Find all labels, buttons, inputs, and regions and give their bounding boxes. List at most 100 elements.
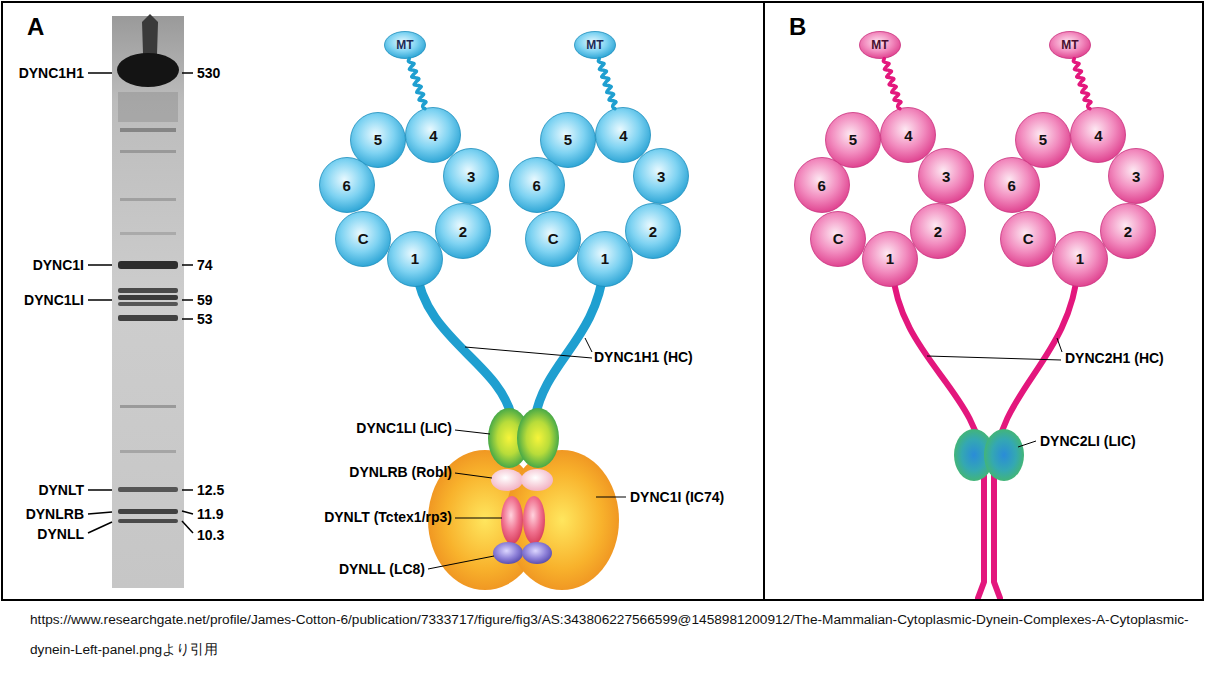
node-label-box: 1: [1052, 231, 1108, 287]
subunit-label: DYNLL (LC8): [339, 561, 425, 577]
node-ellipse: [351, 112, 406, 167]
tctex-light-chain: [523, 496, 545, 544]
node-label-box: C: [335, 211, 391, 267]
aaa-domain: 2: [910, 203, 966, 259]
node-ellipse: [811, 211, 866, 266]
protein-name: DYNLL: [37, 526, 84, 542]
aaa-domain: 6: [509, 157, 565, 213]
domain-number: 4: [619, 128, 627, 143]
node-ellipse: [919, 149, 974, 204]
tick-line: [182, 521, 193, 533]
domain-number: 3: [1132, 169, 1140, 184]
node-label-box: 1: [862, 231, 918, 287]
node-label-box: 5: [540, 112, 596, 168]
tick-line: [88, 512, 112, 514]
domain-number: 5: [849, 132, 857, 147]
leader-line: [428, 556, 494, 569]
gel-band: [120, 232, 176, 235]
gel-band: [118, 487, 178, 492]
microtubule-binding-domain: MT: [574, 31, 616, 59]
node-ellipse: [444, 149, 499, 204]
protein-name: DYNLT: [38, 482, 84, 498]
gel-band: [120, 450, 176, 453]
node-ellipse: [910, 204, 965, 259]
aaa-domain: 4: [1070, 107, 1126, 163]
node-ellipse: [1001, 211, 1056, 266]
molecular-weight: 530: [197, 65, 220, 81]
node-label-box: C: [525, 211, 581, 267]
protein-name: DYNC1LI: [24, 292, 84, 308]
gel-smear: [118, 92, 178, 122]
robl-light-chain: [491, 469, 523, 491]
node-ellipse: [1052, 231, 1107, 286]
node-label-box: MT: [384, 31, 426, 59]
gel-band: [118, 288, 178, 293]
heavy-chain-tail: [535, 268, 604, 418]
domain-number: 1: [411, 251, 419, 266]
aaa-domain: 4: [595, 107, 651, 163]
node-ellipse: [1109, 149, 1164, 204]
tick-line: [88, 522, 112, 533]
node-ellipse: [435, 204, 490, 259]
protein-name: DYNC1H1: [19, 65, 84, 81]
domain-number: 2: [934, 224, 942, 239]
aaa-domain: 6: [319, 157, 375, 213]
leader-line: [455, 473, 492, 478]
protein-name: DYNC1I: [33, 257, 84, 273]
domain-number: 4: [1094, 128, 1102, 143]
aaa-domain: 5: [825, 112, 881, 168]
molecular-weight: 53: [197, 311, 213, 327]
aaa-domain: C: [525, 211, 581, 267]
aaa-domain: 2: [435, 203, 491, 259]
aaa-domain: 5: [1015, 112, 1071, 168]
gel-band: [120, 405, 176, 408]
leader-line: [596, 497, 626, 498]
stalk-connector: [598, 59, 616, 109]
protein-name: DYNLRB: [26, 506, 84, 522]
gel-band: [118, 295, 178, 300]
node-ellipse: [509, 158, 564, 213]
leader-line: [455, 430, 490, 434]
aaa-domain: 3: [633, 148, 689, 204]
light-intermediate-chain: [517, 408, 559, 468]
tick-line: [182, 264, 193, 266]
node-label-box: 5: [1015, 112, 1071, 168]
node-label-box: C: [1000, 211, 1056, 267]
microtubule-binding-domain: MT: [1049, 31, 1091, 59]
stalk-connector: [408, 59, 426, 109]
node-ellipse: [1050, 32, 1091, 59]
tick-line: [182, 489, 193, 491]
aaa-domain: C: [1000, 211, 1056, 267]
tick-line: [182, 318, 193, 320]
subunit-label: DYNLRB (Robl): [349, 464, 452, 480]
subunit-label: DYNLT (Tctex1/rp3): [324, 509, 452, 525]
panel-letter: A: [27, 13, 44, 41]
domain-number: 6: [343, 178, 351, 193]
subunit-label: DYNC1I (IC74): [630, 489, 724, 505]
node-ellipse: [596, 108, 651, 163]
node-ellipse: [881, 108, 936, 163]
node-ellipse: [406, 108, 461, 163]
node-label-box: 3: [443, 148, 499, 204]
leader-line: [1057, 338, 1062, 352]
node-ellipse: [1016, 112, 1071, 167]
tick-line: [182, 72, 193, 74]
gel-band: [117, 53, 179, 87]
domain-number: 6: [1008, 178, 1016, 193]
stalk-connector: [883, 59, 901, 109]
tick-line: [88, 299, 112, 301]
node-ellipse: [336, 211, 391, 266]
domain-number: C: [1023, 231, 1034, 246]
gel-band: [118, 302, 178, 306]
aaa-domain: 1: [862, 231, 918, 287]
node-ellipse: [1100, 204, 1155, 259]
node-ellipse: [862, 231, 917, 286]
node-label-box: C: [810, 211, 866, 267]
domain-label: MT: [1061, 39, 1078, 51]
domain-number: 2: [1124, 224, 1132, 239]
gel-band: [120, 198, 176, 201]
gel-band: [118, 509, 178, 514]
gel-band: [120, 128, 176, 132]
